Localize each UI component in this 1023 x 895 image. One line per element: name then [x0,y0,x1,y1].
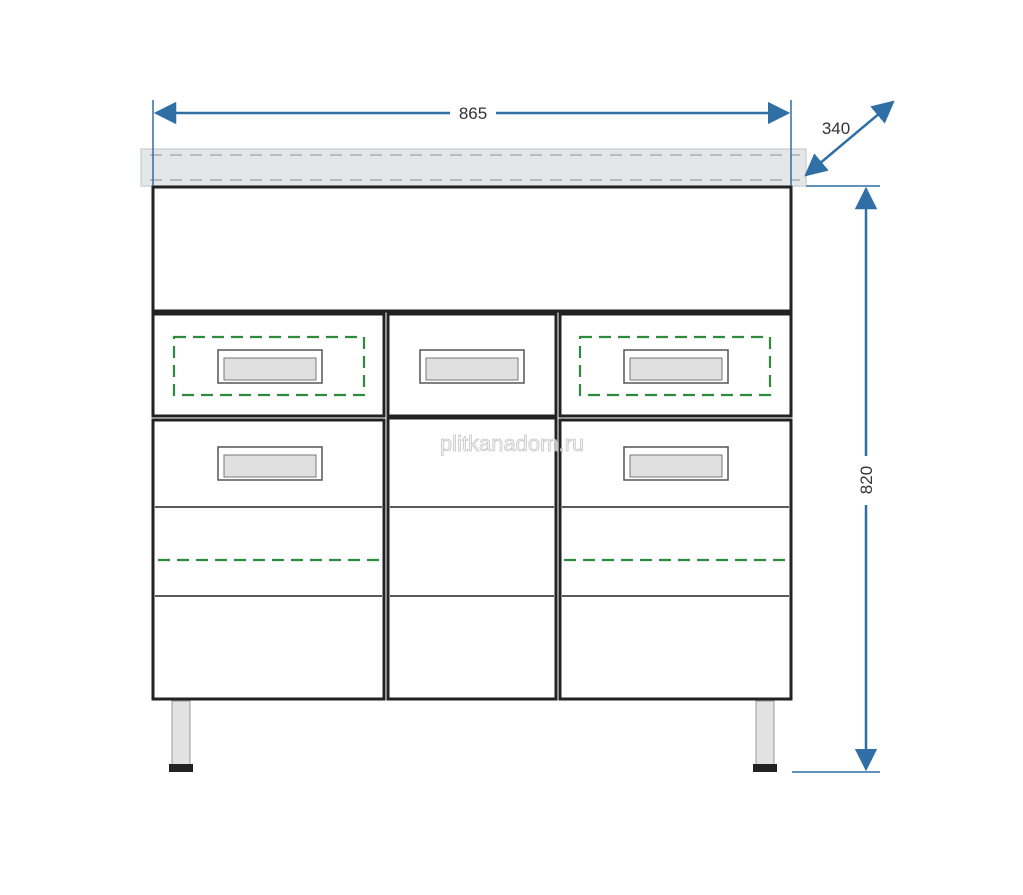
handles [217,349,729,481]
handle-right-door [623,446,729,481]
leg-right [753,700,777,772]
depth-label: 340 [822,119,850,138]
width-dimension: 865 [152,100,792,186]
handle-left-top [217,349,323,384]
top-panel [151,185,793,313]
width-label: 865 [459,104,487,123]
dashed-accents [158,335,786,562]
height-dimension: 820 [792,185,880,773]
middle-section [386,416,558,701]
depth-dimension: 340 [804,100,895,177]
height-label: 820 [857,466,876,494]
right-dashed-frame [578,335,772,397]
handle-right-top [623,349,729,384]
legs [169,700,777,772]
leg-left [169,700,193,772]
handle-middle-top [419,349,525,384]
watermark: plitkanadom.ru [440,431,584,456]
countertop [140,148,807,187]
left-dashed-frame [172,335,366,397]
handle-left-door [217,446,323,481]
